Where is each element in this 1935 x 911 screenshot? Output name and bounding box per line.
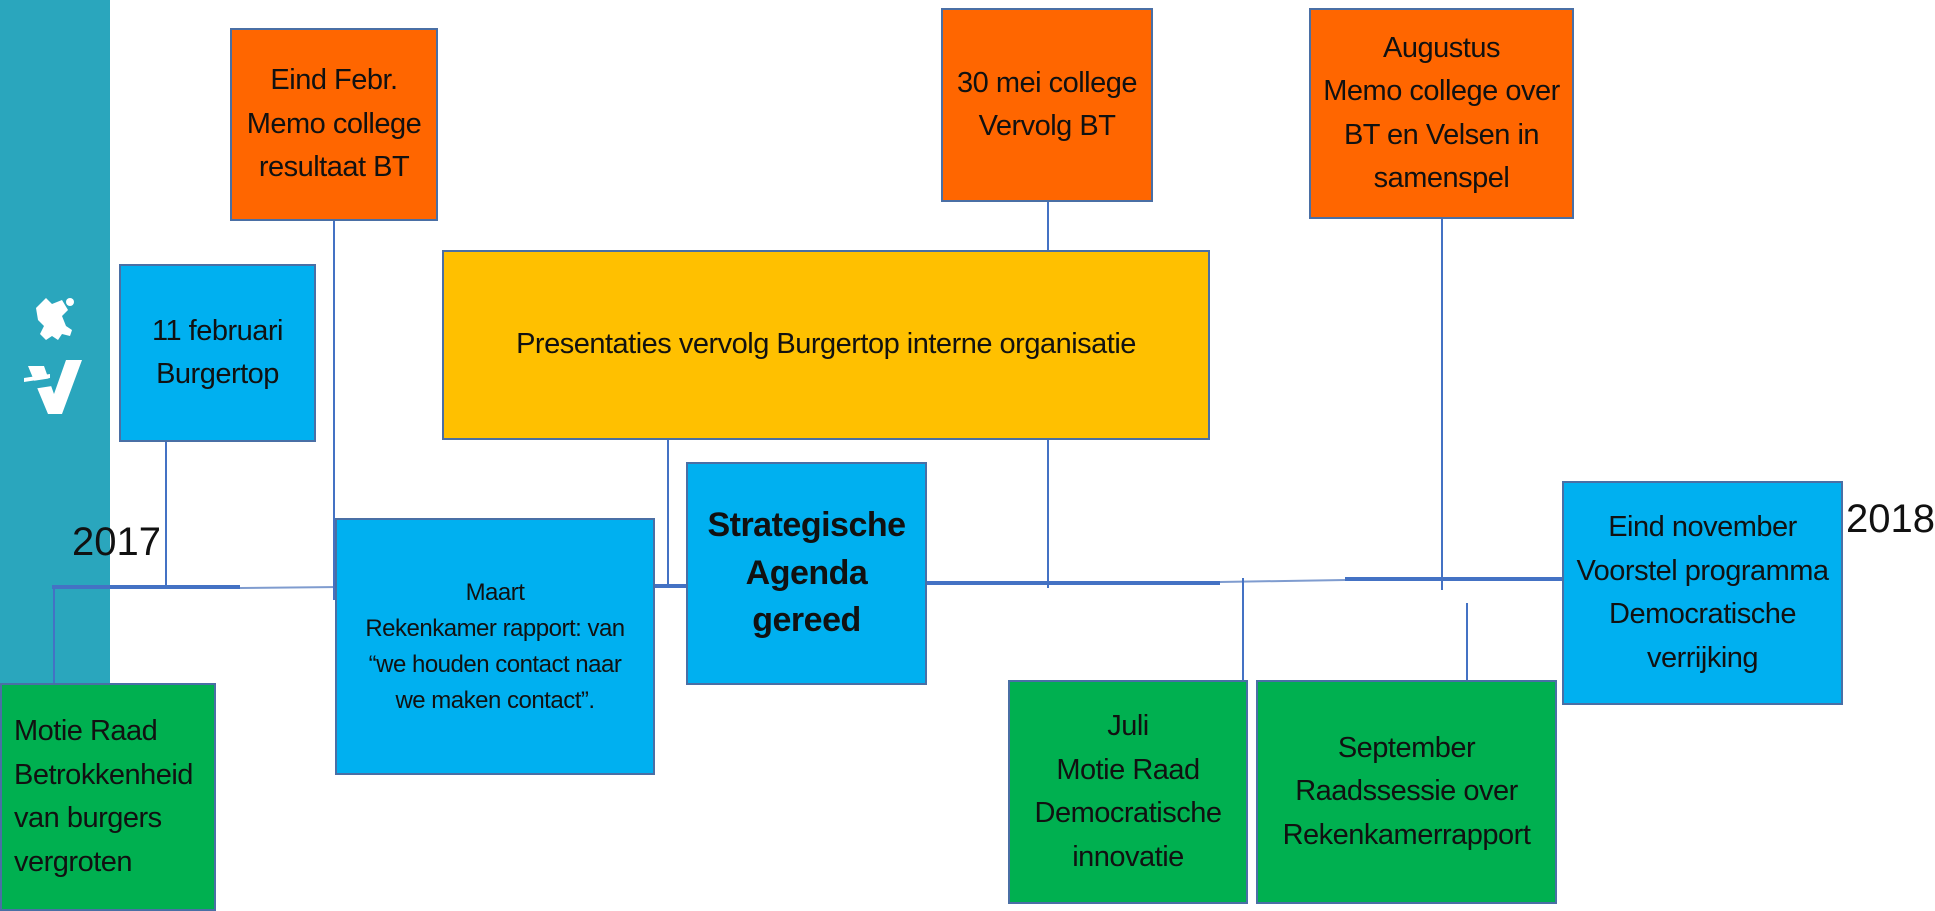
year-end-label: 2018 — [1846, 497, 1935, 541]
milestone-eind-november: Eind november Voorstel programma Democra… — [1562, 481, 1843, 705]
milestone-burgertop: 11 februari Burgertop — [119, 264, 316, 442]
milestone-motie-betrokkenheid: Motie Raad Betrokkenheid van burgers ver… — [0, 683, 216, 911]
milestone-eind-febr: Eind Febr. Memo college resultaat BT — [230, 28, 438, 221]
velsen-logo-icon — [24, 298, 82, 414]
milestone-augustus: Augustus Memo college over BT en Velsen … — [1309, 8, 1574, 219]
year-start-label: 2017 — [72, 520, 161, 564]
milestone-september: September Raadssessie over Rekenkamerrap… — [1256, 680, 1557, 904]
milestone-strategische-agenda: Strategische Agenda gereed — [686, 462, 927, 685]
milestone-30-mei: 30 mei college Vervolg BT — [941, 8, 1153, 202]
milestone-maart: Maart Rekenkamer rapport: van “we houden… — [335, 518, 655, 775]
milestone-juli: Juli Motie Raad Democratische innovatie — [1008, 680, 1248, 904]
milestone-presentaties: Presentaties vervolg Burgertop interne o… — [442, 250, 1210, 440]
